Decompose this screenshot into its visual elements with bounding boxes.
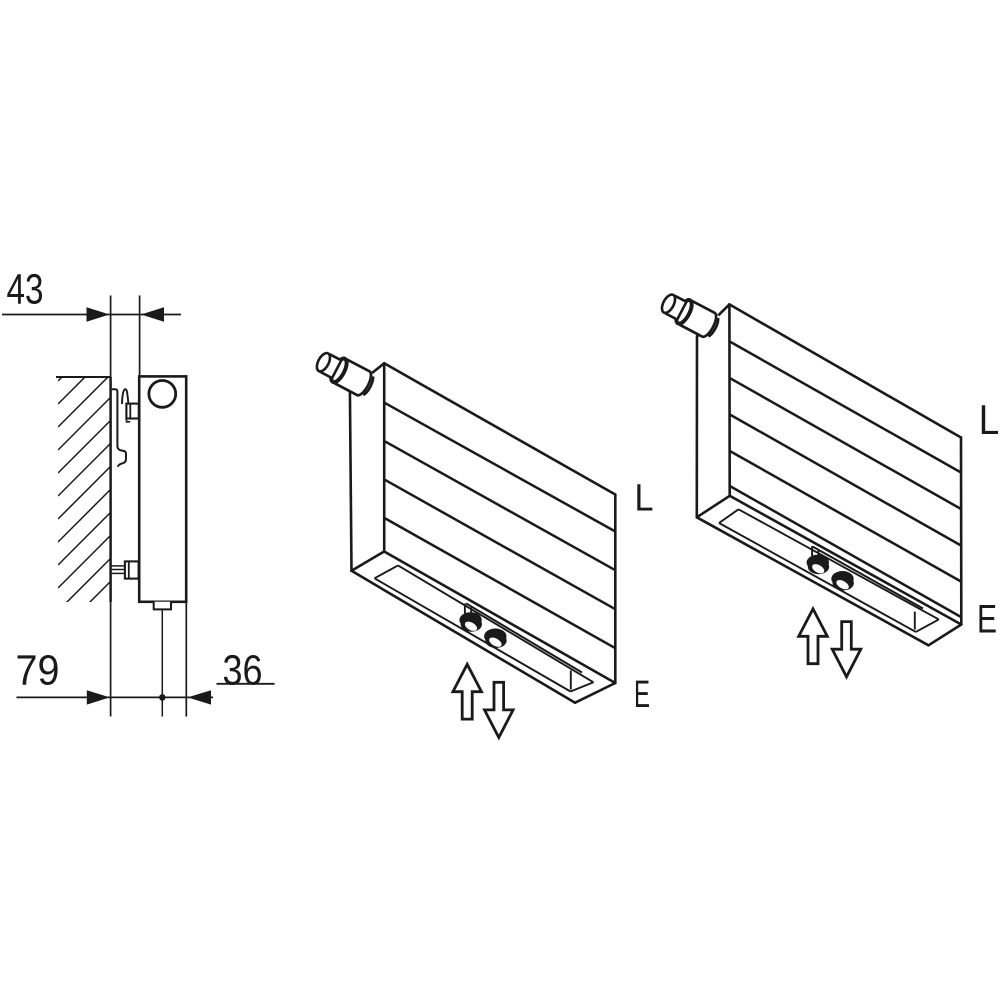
svg-text:L: L	[635, 478, 654, 520]
svg-text:36: 36	[223, 648, 263, 695]
svg-text:L: L	[979, 396, 1000, 443]
svg-text:E: E	[634, 674, 650, 716]
svg-text:79: 79	[16, 648, 60, 695]
svg-text:43: 43	[7, 266, 44, 314]
svg-text:E: E	[977, 598, 997, 642]
